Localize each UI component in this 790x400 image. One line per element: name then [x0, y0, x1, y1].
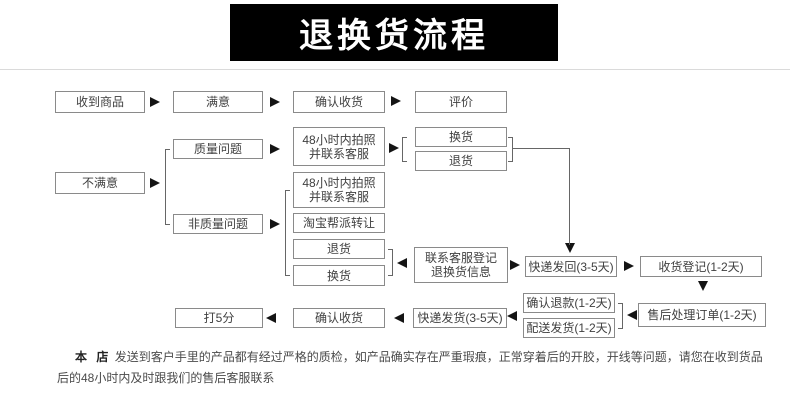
- footer-note: 本 店 发送到客户手里的产品都有经过严格的质检，如产品确实存在严重瑕痕，正常穿着…: [57, 347, 763, 389]
- flow-box-quality-issue: 质量问题: [173, 139, 263, 159]
- arrow-right-icon: [150, 178, 160, 188]
- arrow-left-icon: [394, 313, 404, 323]
- arrow-right-icon: [624, 261, 634, 271]
- arrow-down-icon: [698, 281, 708, 291]
- flow-box-dispatch: 配送发货(1-2天): [523, 318, 615, 338]
- flow-box-receipt-register: 收货登记(1-2天): [640, 256, 762, 277]
- flow-box-score-5: 打5分: [175, 308, 263, 328]
- flow-box-express-send: 快递发货(3-5天): [413, 308, 507, 328]
- arrow-left-icon: [507, 311, 517, 321]
- flow-box-express-back: 快递发回(3-5天): [525, 256, 617, 277]
- flow-box-exchange-2: 换货: [293, 265, 385, 286]
- arrow-left-icon: [627, 310, 637, 320]
- arrow-right-icon: [270, 144, 280, 154]
- bracket-left: [285, 190, 290, 276]
- arrow-right-icon: [150, 97, 160, 107]
- bracket-right: [388, 249, 393, 276]
- flow-box-non-quality-issue: 非质量问题: [173, 214, 263, 234]
- bracket-right: [618, 303, 623, 329]
- flow-box-taobao-transfer: 淘宝帮派转让: [293, 213, 385, 233]
- flow-box-contact-cs: 联系客服登记 退换货信息: [414, 247, 508, 283]
- arrow-right-icon: [510, 260, 520, 270]
- flow-box-satisfied: 满意: [173, 91, 263, 113]
- flow-box-photo-48h-1: 48小时内拍照 并联系客服: [293, 127, 385, 166]
- flow-box-review: 评价: [415, 91, 507, 113]
- flow-box-exchange-1: 换货: [415, 127, 507, 147]
- arrow-right-icon: [270, 97, 280, 107]
- flow-box-confirm-receipt-2: 确认收货: [293, 308, 385, 328]
- flow-box-unsatisfied: 不满意: [55, 172, 145, 194]
- footer-line2: 我们的售后客服联系: [166, 371, 275, 385]
- title-banner: 退换货流程: [230, 4, 558, 61]
- flow-box-aftersale-order: 售后处理订单(1-2天): [638, 303, 766, 327]
- flow-box-return-1: 退货: [415, 151, 507, 171]
- footer-line1: 发送到客户手里的产品都有经过严格的质检，如产品确实存在严重瑕痕，正常穿着后的开胶…: [57, 350, 763, 385]
- footer-shop-label: 本 店: [75, 350, 112, 364]
- arrow-down-icon: [565, 243, 575, 253]
- flow-box-photo-48h-2: 48小时内拍照 并联系客服: [293, 172, 385, 208]
- connector-line: [569, 148, 570, 245]
- arrow-right-icon: [391, 96, 401, 106]
- header-divider: [0, 69, 790, 70]
- arrow-left-icon: [266, 313, 276, 323]
- bracket-left: [402, 137, 407, 162]
- arrow-right-icon: [389, 143, 399, 153]
- flow-box-return-2: 退货: [293, 239, 385, 259]
- connector-line: [513, 148, 570, 149]
- flow-box-confirm-receipt-1: 确认收货: [293, 91, 385, 113]
- flow-box-confirm-refund: 确认退款(1-2天): [523, 293, 615, 313]
- flow-box-received: 收到商品: [55, 91, 145, 113]
- bracket-right: [508, 137, 513, 162]
- bracket-left: [165, 149, 170, 225]
- page-title: 退换货流程: [299, 17, 489, 55]
- arrow-right-icon: [270, 219, 280, 229]
- arrow-left-icon: [397, 258, 407, 268]
